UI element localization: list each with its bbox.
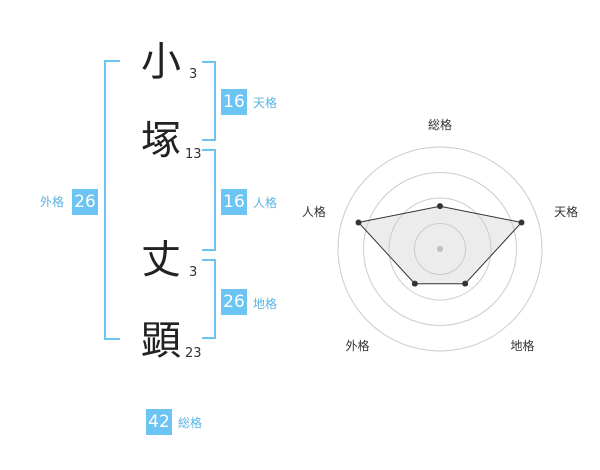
radar-center-dot bbox=[437, 246, 443, 252]
soukaku-value: 42 bbox=[146, 409, 172, 435]
soukaku-label: 総格 bbox=[178, 416, 203, 430]
radar-ring-2 bbox=[388, 197, 492, 301]
radar-axis-label-4: 外格 bbox=[345, 338, 369, 353]
tenkaku-bracket bbox=[202, 61, 216, 141]
jinkaku-bracket bbox=[202, 149, 216, 251]
gaikaku-value: 26 bbox=[72, 189, 98, 215]
radar-axis-label-3: 地格 bbox=[511, 338, 535, 353]
chikaku-label: 地格 bbox=[253, 297, 278, 311]
name-char-1-strokes: 3 bbox=[189, 67, 198, 82]
name-char-4: 顕 bbox=[141, 318, 181, 364]
radar-point-2 bbox=[518, 219, 525, 226]
radar-point-3 bbox=[462, 280, 469, 287]
gaikaku-bracket bbox=[104, 60, 120, 340]
name-char-4-strokes: 23 bbox=[185, 346, 202, 361]
tenkaku-label: 天格 bbox=[253, 96, 278, 110]
tenkaku-value: 16 bbox=[221, 89, 247, 115]
radar-ring-4 bbox=[337, 146, 543, 352]
radar-axis-label-1: 総格 bbox=[428, 117, 452, 132]
radar-ring-3 bbox=[363, 172, 517, 326]
radar-data-polygon bbox=[357, 205, 523, 285]
gaikaku-label: 外格 bbox=[40, 195, 65, 209]
radar-ring-1 bbox=[414, 223, 466, 275]
radar-point-5 bbox=[355, 219, 362, 226]
chikaku-bracket bbox=[202, 259, 216, 339]
jinkaku-label: 人格 bbox=[253, 196, 278, 210]
jinkaku-value: 16 bbox=[221, 189, 247, 215]
radar-axis-label-2: 天格 bbox=[554, 204, 578, 219]
radar-point-1 bbox=[437, 203, 443, 210]
name-char-3: 丈 bbox=[141, 237, 181, 283]
name-char-2-strokes: 13 bbox=[185, 147, 202, 162]
chikaku-value: 26 bbox=[221, 289, 247, 315]
radar-axis-label-5: 人格 bbox=[302, 204, 326, 219]
name-char-1: 小 bbox=[141, 39, 181, 85]
name-char-3-strokes: 3 bbox=[189, 265, 198, 280]
name-char-2: 塚 bbox=[141, 118, 181, 164]
radar-point-4 bbox=[411, 280, 418, 287]
